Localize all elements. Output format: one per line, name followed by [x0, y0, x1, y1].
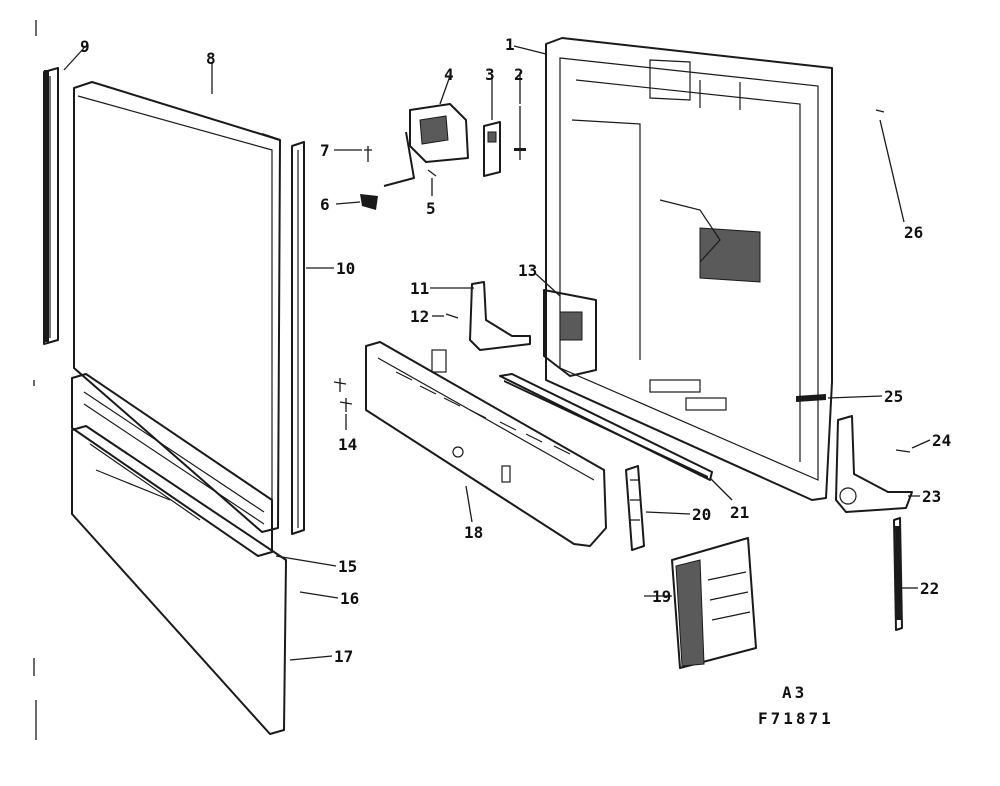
callout-13: 13	[518, 261, 537, 280]
callout-8: 8	[206, 49, 216, 68]
part-7-screw	[364, 146, 372, 162]
part-10-edge-trim	[291, 141, 305, 535]
callout-16: 16	[340, 589, 359, 608]
part-13-hinge-bracket	[543, 289, 597, 377]
leader-lines	[63, 45, 931, 661]
part-12-screw	[445, 313, 459, 319]
callout-10: 10	[336, 259, 355, 278]
callout-2: 2	[514, 65, 524, 84]
part-1-inner-door-liner	[545, 37, 833, 501]
part-17-lower-panel	[71, 425, 287, 735]
section-code: A3	[782, 683, 807, 702]
callout-22: 22	[920, 579, 939, 598]
callout-18: 18	[464, 523, 483, 542]
part-22-rod	[893, 517, 903, 631]
part-9-side-trim	[43, 67, 59, 345]
part-14-screws	[333, 378, 353, 412]
part-3-latch-bracket	[483, 121, 501, 177]
scan-edge-marks	[33, 20, 37, 740]
part-18-control-panel	[365, 341, 607, 547]
callout-20: 20	[692, 505, 711, 524]
callout-1: 1	[505, 35, 515, 54]
callout-11: 11	[410, 279, 429, 298]
part-25-washer	[796, 394, 826, 402]
callout-7: 7	[320, 141, 330, 160]
part-20-bracket	[625, 465, 645, 551]
callout-21: 21	[730, 503, 749, 522]
callout-15: 15	[338, 557, 357, 576]
part-15-trim-strip	[71, 373, 273, 557]
callout-25: 25	[884, 387, 903, 406]
callout-17: 17	[334, 647, 353, 666]
callout-9: 9	[80, 37, 90, 56]
callout-14: 14	[338, 435, 357, 454]
callout-12: 12	[410, 307, 429, 326]
callout-23: 23	[922, 487, 941, 506]
part-21-strip	[499, 373, 713, 481]
part-19-booklet	[671, 537, 757, 669]
callout-5: 5	[426, 199, 436, 218]
part-2-screw	[514, 106, 526, 160]
callout-19: 19	[652, 587, 671, 606]
callout-6: 6	[320, 195, 330, 214]
callout-26: 26	[904, 223, 923, 242]
part-23-hinge	[835, 415, 913, 513]
callout-4: 4	[444, 65, 454, 84]
part-26-screw	[875, 109, 885, 113]
part-5-spring	[427, 169, 437, 177]
part-4-latch-assembly	[383, 103, 469, 187]
part-8-outer-door-panel	[73, 81, 281, 533]
part-24-screw	[895, 449, 911, 453]
callout-24: 24	[932, 431, 951, 450]
figure-number: F71871	[758, 709, 834, 728]
part-11-hinge-arm	[469, 281, 531, 351]
callout-3: 3	[485, 65, 495, 84]
callout-labels: 1 2 3 4 5 6 7 8 9 10 11 12 13 14 15 16 1…	[80, 35, 951, 666]
part-6-latch-handle	[360, 194, 378, 210]
